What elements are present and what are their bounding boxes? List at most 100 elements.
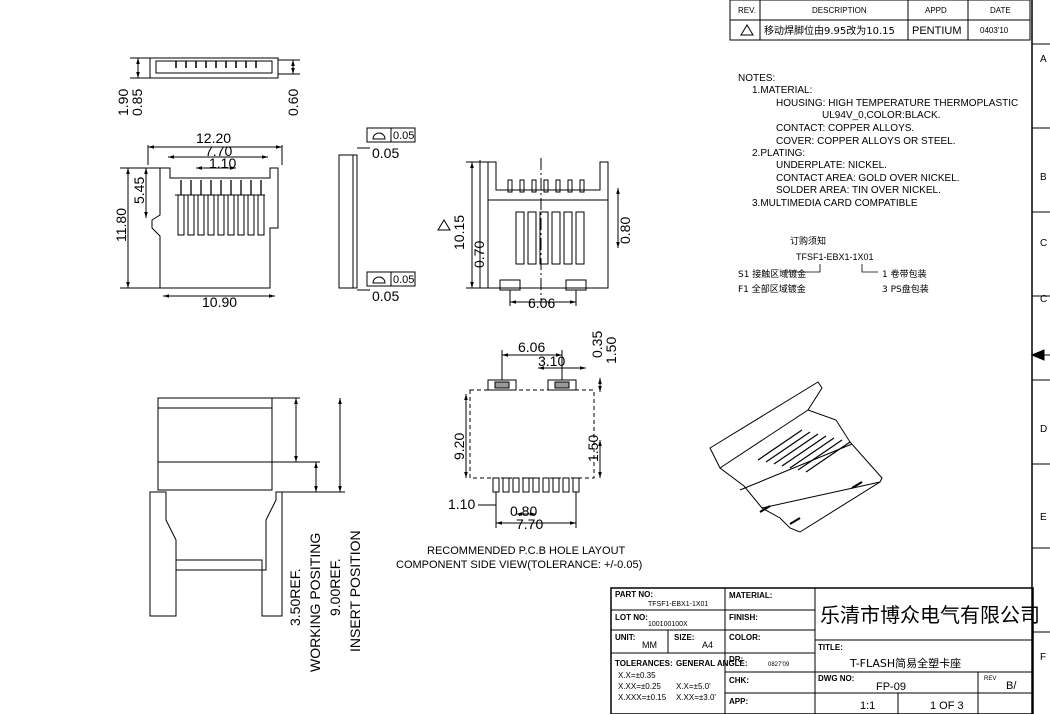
note-line: 2.PLATING: — [752, 148, 805, 159]
ordering-option-3: 3 PS盘包装 — [882, 283, 929, 295]
note-line: HOUSING: HIGH TEMPERATURE THERMOPLASTIC — [776, 98, 1018, 109]
rev-label: REV — [984, 676, 996, 682]
zone-d: D — [1040, 424, 1047, 435]
chk-label: CHK: — [729, 676, 749, 685]
note-line: CONTACT: COPPER ALLOYS. — [776, 123, 914, 134]
angle-label: GENERAL ANGLE: — [676, 659, 748, 668]
dim-0-70: 0.70 — [471, 241, 487, 268]
dr-label: DR: — [729, 655, 743, 664]
angle-1: X.X=±5.0' — [676, 682, 711, 691]
dim-top-0-60: 0.60 — [285, 89, 301, 116]
app-label: APP: — [729, 697, 748, 706]
zone-b: B — [1040, 172, 1047, 183]
flatness-top-value: 0.05 — [393, 130, 414, 142]
title-block-text: PART NO: TFSF1-EBX1-1X01 LOT NO: 1001001… — [615, 590, 1040, 712]
side-view — [338, 127, 416, 291]
dwg-no-value: FP-09 — [876, 681, 906, 693]
dr-date: 0827'09 — [768, 662, 790, 668]
note-line: 3.MULTIMEDIA CARD COMPATIBLE — [752, 198, 918, 209]
dim-0-80-pcb: 0.80 — [510, 503, 537, 519]
zone-f: F — [1040, 652, 1046, 663]
pcb-caption-line-2: COMPONENT SIDE VIEW(TOLERANCE: +/-0.05) — [396, 559, 642, 571]
tolerances-label: TOLERANCES: — [615, 659, 673, 668]
dim-1-10-pcb: 1.10 — [448, 496, 475, 512]
isometric-view — [709, 381, 883, 533]
rev-value: B/ — [1006, 680, 1017, 692]
ordering-f1: F1 全部区域镀金 — [738, 283, 806, 295]
material-label: MATERIAL: — [729, 591, 772, 600]
revision-date: 0403'10 — [980, 26, 1009, 35]
back-view — [437, 158, 620, 306]
dim-10-90: 10.90 — [202, 294, 237, 310]
pcb-layout — [464, 350, 602, 528]
dim-3-50-ref: 3.50REF. — [287, 568, 303, 626]
tolerance-3: X.XXX=±0.15 — [618, 693, 667, 702]
ordering-info: 订购须知 TFSF1-EBX1-1X01 S1 接触区域镀金 F1 全部区域镀金… — [738, 235, 929, 295]
dim-7-70-pcb: 7.70 — [516, 516, 543, 532]
sheet-border — [1030, 0, 1050, 714]
zone-e: E — [1040, 512, 1047, 523]
dim-9-00-ref: 9.00REF. — [327, 558, 343, 616]
notes: NOTES: 1.MATERIAL: HOUSING: HIGH TEMPERA… — [738, 73, 1018, 209]
lot-no-value: 100100100X — [648, 621, 688, 628]
pcb-caption-line-1: RECOMMENDED P.C.B HOLE LAYOUT — [427, 545, 626, 557]
dim-1-50-top: 1.50 — [603, 337, 619, 364]
unit-label: UNIT: — [615, 633, 635, 642]
dim-10-15: 10.15 — [451, 215, 467, 250]
company-name: 乐清市博众电气有限公司 — [820, 603, 1040, 627]
notes-heading: NOTES: — [738, 73, 775, 84]
dim-side-0-05-b: 0.05 — [372, 288, 399, 304]
dim-9-20: 9.20 — [451, 433, 467, 460]
sheet-value: 1 OF 3 — [930, 700, 964, 712]
scale-value: 1:1 — [860, 700, 875, 712]
dim-3-10: 3.10 — [538, 353, 565, 369]
ordering-s1: S1 接触区域镀金 — [738, 268, 806, 280]
dim-11-80: 11.80 — [113, 208, 129, 242]
size-label: SIZE: — [674, 633, 694, 642]
top-view — [130, 57, 300, 79]
ordering-option-1: 1 卷带包装 — [882, 268, 927, 280]
dim-side-0-05-a: 0.05 — [372, 145, 399, 161]
drawing-title: T-FLASH简易全塑卡座 — [849, 656, 961, 670]
revision-triangle-icon — [740, 24, 754, 36]
angle-2: X.XX=±3.0' — [676, 693, 716, 702]
zone-letters: A B C C D E F — [1040, 54, 1047, 663]
dim-1-10: 1.10 — [209, 155, 236, 171]
note-line: COVER: COPPER ALLOYS OR STEEL. — [776, 136, 956, 147]
dim-7-70: 7.70 — [205, 143, 232, 159]
dim-0-80: 0.80 — [617, 217, 633, 244]
date-header: DATE — [990, 6, 1011, 15]
note-line: SOLDER AREA: TIN OVER NICKEL. — [776, 185, 941, 196]
rev-header: REV. — [738, 6, 756, 15]
tolerance-2: X.XX=±0.25 — [618, 682, 661, 691]
ordering-part-code: TFSF1-EBX1-1X01 — [796, 252, 874, 262]
size-value: A4 — [702, 640, 713, 650]
dim-top-1-90: 1.90 — [115, 89, 131, 116]
tolerance-1: X.X=±0.35 — [618, 671, 656, 680]
dim-top-0-85: 0.85 — [129, 89, 145, 116]
zone-c2: C — [1040, 294, 1047, 305]
dim-12-20: 12.20 — [196, 130, 231, 146]
revision-block: REV. DESCRIPTION APPD DATE 移动焊脚位由9.95改为1… — [729, 0, 1031, 41]
ordering-title: 订购须知 — [790, 235, 826, 247]
title-label: TITLE: — [818, 643, 843, 652]
dim-6-06-pcb: 6.06 — [518, 339, 545, 355]
lot-no-label: LOT NO: — [615, 613, 648, 622]
dim-1-50-side: 1.50 — [585, 435, 601, 462]
description-header: DESCRIPTION — [812, 6, 867, 15]
note-line: CONTACT AREA: GOLD OVER NICKEL. — [776, 173, 960, 184]
revision-approver: PENTIUM — [912, 25, 962, 37]
part-no-label: PART NO: — [615, 590, 653, 599]
appd-header: APPD — [925, 6, 947, 15]
zone-a: A — [1040, 54, 1047, 65]
dim-5-45: 5.45 — [131, 177, 147, 204]
dim-0-35: 0.35 — [589, 331, 605, 358]
title-block — [610, 587, 1034, 714]
part-no-value: TFSF1-EBX1-1X01 — [648, 601, 708, 608]
dwg-no-label: DWG NO: — [818, 674, 854, 683]
unit-value: MM — [642, 640, 657, 650]
note-line: UNDERPLATE: NICKEL. — [776, 160, 887, 171]
revision-description: 移动焊脚位由9.95改为10.15 — [764, 24, 895, 37]
color-label: COLOR: — [729, 633, 761, 642]
